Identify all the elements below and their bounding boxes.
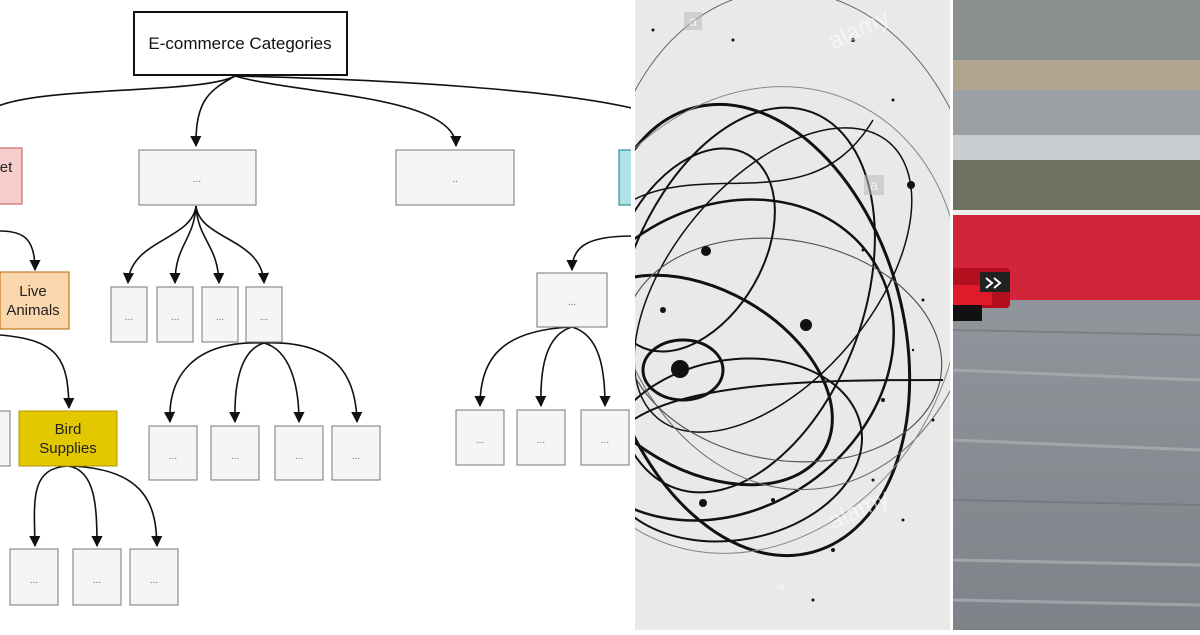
right-category-node[interactable]: .. [396, 150, 514, 205]
edge-r-g1 [480, 327, 572, 406]
root-label: E-commerce Categories [148, 34, 331, 53]
right-grandchild-2[interactable]: ... [517, 410, 565, 465]
mid-child-3[interactable]: ... [202, 287, 238, 342]
edge-c4-g2 [235, 343, 264, 422]
pet-node[interactable]: et [0, 148, 22, 204]
root-node[interactable]: E-commerce Categories [134, 12, 347, 75]
race-svg [952, 0, 1200, 630]
svg-text:...: ... [93, 575, 101, 586]
svg-text:...: ... [352, 451, 360, 462]
svg-text:..: .. [452, 174, 458, 185]
mid-child-1[interactable]: ... [111, 287, 147, 342]
grandchild-1[interactable]: ... [149, 426, 197, 480]
svg-text:a: a [870, 177, 878, 193]
svg-text:...: ... [295, 451, 303, 462]
grandchild-4[interactable]: ... [332, 426, 380, 480]
svg-text:Bird: Bird [55, 421, 82, 438]
svg-text:...: ... [231, 451, 239, 462]
edge-root-right [235, 76, 456, 146]
svg-text:a: a [778, 579, 785, 593]
scribble-svg: a alamy a alamy a [633, 0, 952, 630]
svg-text:...: ... [216, 312, 224, 323]
left-sibling-node[interactable] [0, 411, 10, 466]
right-child-node[interactable]: ... [537, 273, 607, 327]
svg-text:...: ... [260, 312, 268, 323]
panel-divider [950, 0, 953, 630]
svg-text:Live: Live [19, 283, 47, 300]
edge-root-pet [0, 76, 235, 110]
edge-c4-g4 [264, 343, 357, 422]
svg-text:...: ... [171, 312, 179, 323]
svg-text:a: a [689, 13, 697, 29]
edge-r-g2 [541, 327, 572, 406]
edge-c4-g3 [264, 343, 299, 422]
edge-c4-g1 [170, 343, 264, 422]
panel-divider [631, 0, 635, 630]
grandchild-3[interactable]: ... [275, 426, 323, 480]
edge-r-g3 [572, 327, 605, 406]
svg-text:...: ... [476, 435, 484, 446]
grandchild-2[interactable]: ... [211, 426, 259, 480]
edge-mid-c2 [175, 206, 196, 283]
tree-svg: E-commerce Categories et ... .. Live [0, 0, 633, 630]
svg-text:...: ... [169, 451, 177, 462]
svg-text:...: ... [193, 174, 201, 185]
mid-child-4[interactable]: ... [246, 287, 282, 342]
race-car-photo [952, 0, 1200, 630]
edge-root-mid [196, 76, 235, 146]
edge-pet-live [0, 231, 35, 270]
bird-child-1[interactable]: ... [10, 549, 58, 605]
svg-text:Animals: Animals [6, 302, 59, 319]
svg-text:...: ... [150, 575, 158, 586]
edge-live-bird [0, 335, 69, 408]
svg-text:...: ... [125, 312, 133, 323]
edge-mid-c1 [128, 206, 196, 283]
mid-category-node[interactable]: ... [139, 150, 256, 205]
bird-supplies-node[interactable]: Bird Supplies [19, 411, 117, 466]
right-grandchild-3[interactable]: ... [581, 410, 629, 465]
edge-bird-s2 [68, 466, 97, 546]
svg-text:...: ... [537, 435, 545, 446]
right-grandchild-1[interactable]: ... [456, 410, 504, 465]
bird-child-3[interactable]: ... [130, 549, 178, 605]
edge-root-far [235, 76, 633, 110]
svg-text:Supplies: Supplies [39, 440, 97, 457]
live-animals-node[interactable]: Live Animals [0, 272, 69, 329]
edge-mid-c4 [196, 206, 264, 283]
bird-child-2[interactable]: ... [73, 549, 121, 605]
edge-teal-right [572, 236, 633, 270]
abstract-scribble-image: a alamy a alamy a [633, 0, 952, 630]
svg-text:...: ... [30, 575, 38, 586]
category-tree-diagram: E-commerce Categories et ... .. Live [0, 0, 633, 630]
edge-bird-s1 [34, 466, 68, 546]
svg-text:...: ... [568, 297, 576, 308]
mid-child-2[interactable]: ... [157, 287, 193, 342]
svg-text:...: ... [601, 435, 609, 446]
pet-label: et [0, 159, 13, 176]
edge-bird-s3 [68, 466, 157, 546]
